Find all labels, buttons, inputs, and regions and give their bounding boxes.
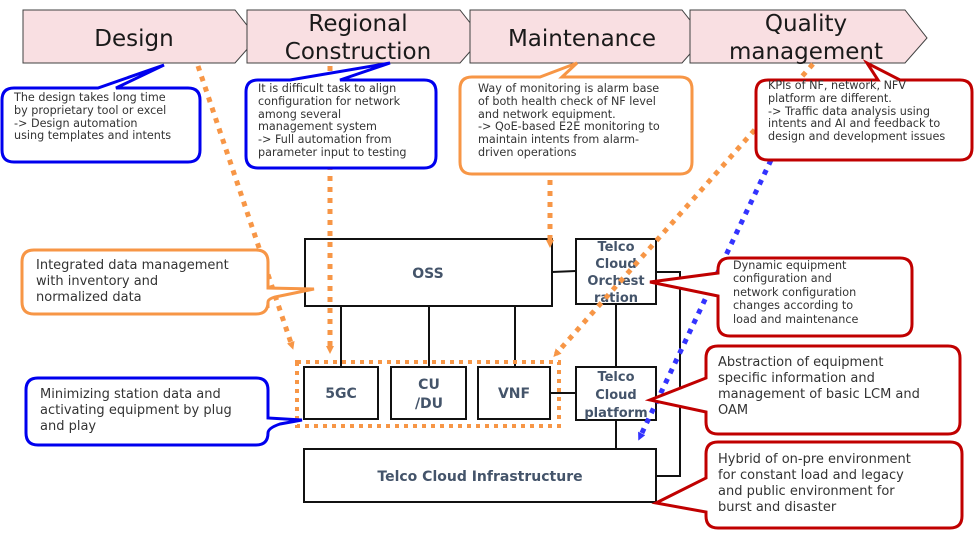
box-platform-label-1: Telco (597, 370, 634, 385)
box-oss-label: OSS (412, 266, 443, 282)
note-maintenance: Way of monitoring is alarm base of both … (478, 82, 660, 159)
box-vnf-label: VNF (498, 386, 530, 402)
box-platform-label-2: Cloud (595, 388, 637, 403)
note-infrastructure: Hybrid of on-pre environment for constan… (718, 452, 911, 515)
stage-design: Design (22, 9, 258, 64)
box-5gc-label: 5GC (325, 386, 357, 402)
box-orchestration: Telco Cloud Orchest ration (575, 238, 657, 306)
callout-quality (754, 59, 974, 162)
callout-orchestration (649, 256, 914, 338)
note-network-functions: Minimizing station data and activating e… (40, 387, 232, 434)
box-platform-label-3: platform (584, 406, 647, 421)
callout-network-functions (24, 376, 303, 447)
design-arrow (195, 65, 295, 350)
box-orchestration-label-4: ration (594, 291, 638, 306)
box-cu-du-label-2: /DU (415, 396, 443, 412)
box-infrastructure: Telco Cloud Infrastructure (303, 448, 657, 503)
stage-regional-label-1: Regional (308, 11, 407, 37)
note-design: The design takes long time by proprietar… (14, 91, 172, 143)
stage-quality-label-1: Quality (765, 11, 847, 37)
quality-orange-arrow (553, 62, 815, 357)
callout-oss (20, 248, 315, 316)
stage-regional-construction: Regional Construction (246, 9, 483, 65)
stage-maintenance: Maintenance (469, 9, 705, 64)
box-orchestration-label-1: Telco (597, 240, 634, 255)
stage-quality-management: Quality management (689, 9, 928, 65)
box-vnf: VNF (477, 366, 551, 420)
stage-design-label: Design (94, 26, 173, 52)
callout-design (0, 63, 202, 164)
stage-quality-label-2: management (729, 39, 883, 65)
note-quality-management: KPIs of NF, network, NFV platform are di… (768, 79, 946, 144)
stage-regional-label-2: Construction (285, 39, 431, 65)
note-platform: Abstraction of equipment specific inform… (718, 355, 920, 418)
box-oss: OSS (304, 238, 553, 307)
quality-blue-arrow (637, 158, 774, 441)
note-orchestration: Dynamic equipment configuration and netw… (733, 259, 859, 326)
box-cu-du: CU /DU (390, 366, 467, 420)
note-regional-construction: It is difficult task to align configurat… (258, 82, 407, 159)
callout-regional (244, 61, 438, 170)
box-cu-du-label-1: CU (418, 377, 440, 393)
stage-maintenance-label: Maintenance (508, 26, 656, 52)
callout-maintenance (458, 61, 694, 176)
box-orchestration-label-3: Orchest (587, 274, 644, 289)
callout-platform (644, 344, 962, 436)
connection-lines (340, 270, 681, 477)
box-infrastructure-label: Telco Cloud Infrastructure (377, 469, 582, 485)
callout-infrastructure (651, 440, 964, 530)
note-oss: Integrated data management with inventor… (36, 258, 229, 305)
box-5gc: 5GC (303, 366, 379, 420)
box-orchestration-label-2: Cloud (595, 257, 637, 272)
box-platform: Telco Cloud platform (575, 366, 657, 421)
